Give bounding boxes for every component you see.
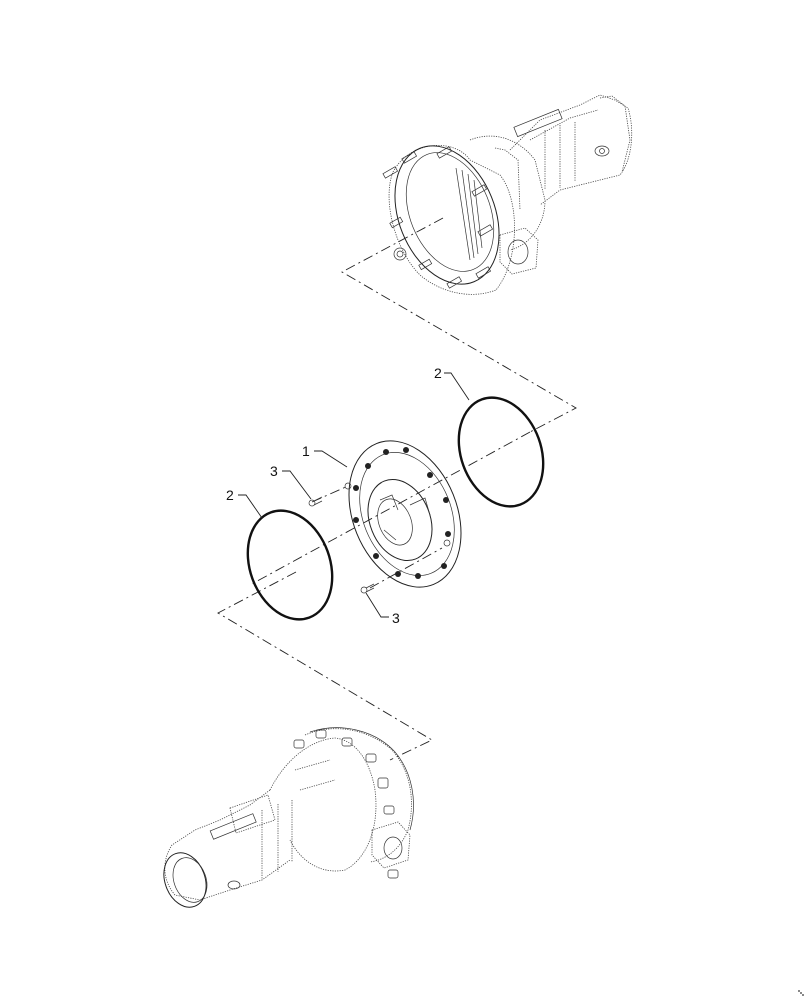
callout-3-upper-screw: 3 bbox=[270, 463, 278, 479]
callout-2-right-o-ring: 2 bbox=[434, 365, 442, 381]
o-ring-right bbox=[457, 396, 545, 508]
o-ring-left bbox=[246, 509, 334, 621]
callout-2-left-o-ring: 2 bbox=[226, 487, 234, 503]
planetary-carrier bbox=[344, 440, 462, 588]
screw-lower bbox=[360, 583, 375, 594]
callout-3-lower-screw: 3 bbox=[392, 610, 400, 626]
callout-leaders bbox=[238, 372, 470, 618]
resize-corner-icon bbox=[798, 990, 804, 996]
callout-1-planetary-carrier: 1 bbox=[302, 443, 310, 459]
assembly-axis-lines bbox=[217, 217, 577, 761]
lower-housing bbox=[163, 727, 414, 908]
screw-upper bbox=[308, 496, 323, 507]
upper-housing bbox=[382, 94, 633, 295]
